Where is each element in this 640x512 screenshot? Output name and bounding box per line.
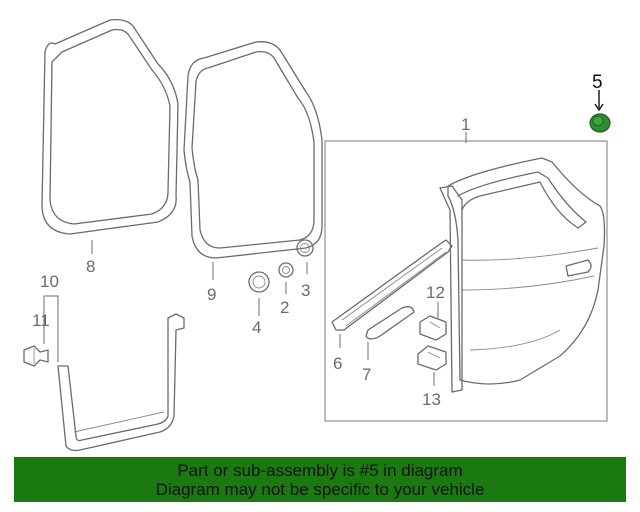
callout-3: 3 — [301, 281, 310, 300]
part-13-hinge[interactable] — [417, 345, 447, 371]
callout-5: 5 — [592, 72, 603, 93]
part-12-hinge[interactable] — [419, 315, 447, 341]
callout-10: 10 — [40, 272, 59, 291]
callout-1: 1 — [461, 115, 470, 134]
part-8-front-weatherstrip[interactable] — [41, 18, 179, 235]
callout-12: 12 — [426, 283, 445, 302]
callout-13: 13 — [422, 390, 441, 409]
part-11-clip[interactable] — [23, 345, 49, 367]
banner-line-1: Part or sub-assembly is #5 in diagram — [177, 460, 463, 480]
part-6-reinforcement[interactable] — [331, 239, 453, 331]
parts-diagram: 1 2 3 4 5 6 7 8 9 10 11 12 13 — [23, 18, 611, 452]
part-2-plug[interactable] — [278, 262, 294, 278]
callout-6: 6 — [333, 354, 342, 373]
callout-11: 11 — [32, 311, 50, 330]
part-10-lower-seal[interactable] — [57, 313, 185, 452]
part-7-trim-strip[interactable] — [365, 306, 415, 340]
part-3-plug[interactable] — [296, 239, 314, 257]
part-5-highlighted[interactable] — [589, 113, 611, 133]
part-4-plug[interactable] — [248, 271, 270, 293]
callout-4: 4 — [252, 318, 261, 337]
callout-8: 8 — [86, 257, 95, 276]
callout-9: 9 — [207, 285, 216, 304]
part-1-door-shell[interactable] — [324, 140, 608, 422]
callout-7: 7 — [362, 365, 371, 384]
leader-lines — [43, 90, 604, 386]
banner-line-2: Diagram may not be specific to your vehi… — [155, 479, 485, 499]
callout-2: 2 — [280, 298, 289, 317]
part-9-rear-weatherstrip[interactable] — [183, 41, 323, 259]
notice-banner: Part or sub-assembly is #5 in diagram Di… — [14, 457, 626, 502]
